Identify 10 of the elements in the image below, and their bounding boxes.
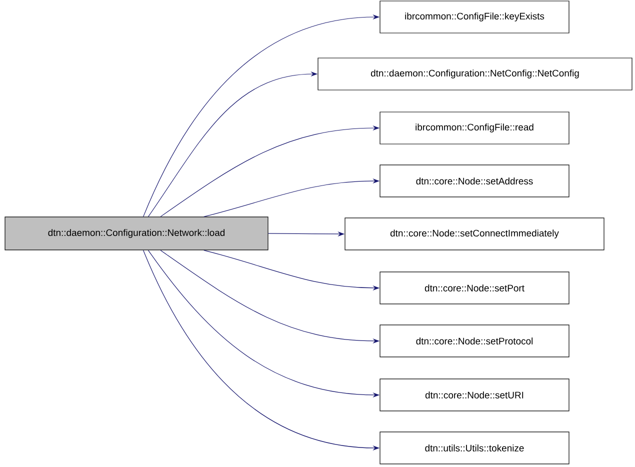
function-box: dtn::daemon::Configuration::Network::load bbox=[4, 216, 268, 250]
function-box: dtn::core::Node::setAddress bbox=[380, 164, 570, 198]
function-box: ibrcommon::ConfigFile::read bbox=[380, 112, 570, 144]
function-box: dtn::daemon::Configuration::NetConfig::NetConfig bbox=[318, 58, 632, 90]
function-box: dtn::core::Node::setURI bbox=[380, 378, 570, 412]
function-box: dtn::core::Node::setProtocol bbox=[380, 324, 570, 358]
function-box: dtn::core::Node::setConnectImmediately bbox=[344, 218, 604, 250]
function-box: dtn::utils::Utils::tokenize bbox=[380, 432, 570, 464]
function-box: dtn::core::Node::setPort bbox=[380, 272, 570, 304]
function-box: ibrcommon::ConfigFile::keyExists bbox=[380, 0, 570, 34]
